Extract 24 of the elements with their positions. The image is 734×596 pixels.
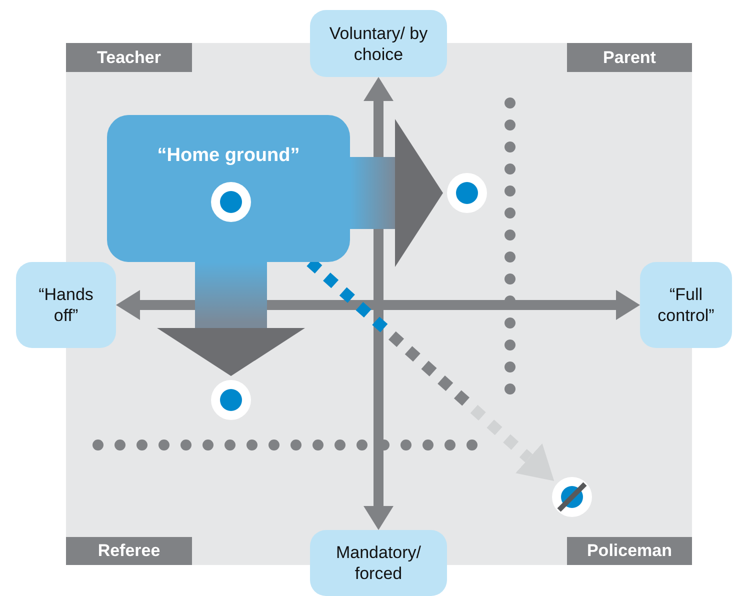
position-dot-icon bbox=[211, 182, 251, 222]
block-arrow bbox=[157, 262, 305, 376]
box-title: “Home ground” bbox=[157, 145, 300, 167]
axis-end-box bbox=[16, 262, 116, 348]
axis-end-box bbox=[640, 262, 732, 348]
axis-label: Mandatory/ forced bbox=[334, 542, 422, 584]
axis-end-box bbox=[310, 530, 447, 596]
axis-label: “Hands off” bbox=[38, 284, 94, 326]
home-ground-box bbox=[107, 115, 350, 262]
axis-label: “Full control” bbox=[656, 284, 716, 326]
quadrant-tag bbox=[567, 43, 692, 72]
crossed-dot-icon bbox=[552, 477, 592, 517]
quadrant-tag bbox=[66, 537, 192, 565]
axis-end-box bbox=[310, 10, 447, 77]
quadrant-tag bbox=[567, 537, 692, 565]
axis-label: Voluntary/ by choice bbox=[328, 22, 428, 64]
quadrant-label: Policeman bbox=[586, 541, 672, 561]
quadrant-label: Teacher bbox=[97, 48, 161, 68]
quadrant-tag bbox=[66, 43, 192, 72]
position-dot-icon bbox=[447, 173, 487, 213]
position-dot-icon bbox=[211, 380, 251, 420]
block-arrow bbox=[350, 119, 443, 267]
quadrant-label: Referee bbox=[98, 541, 160, 561]
quadrant-label: Parent bbox=[603, 48, 656, 68]
